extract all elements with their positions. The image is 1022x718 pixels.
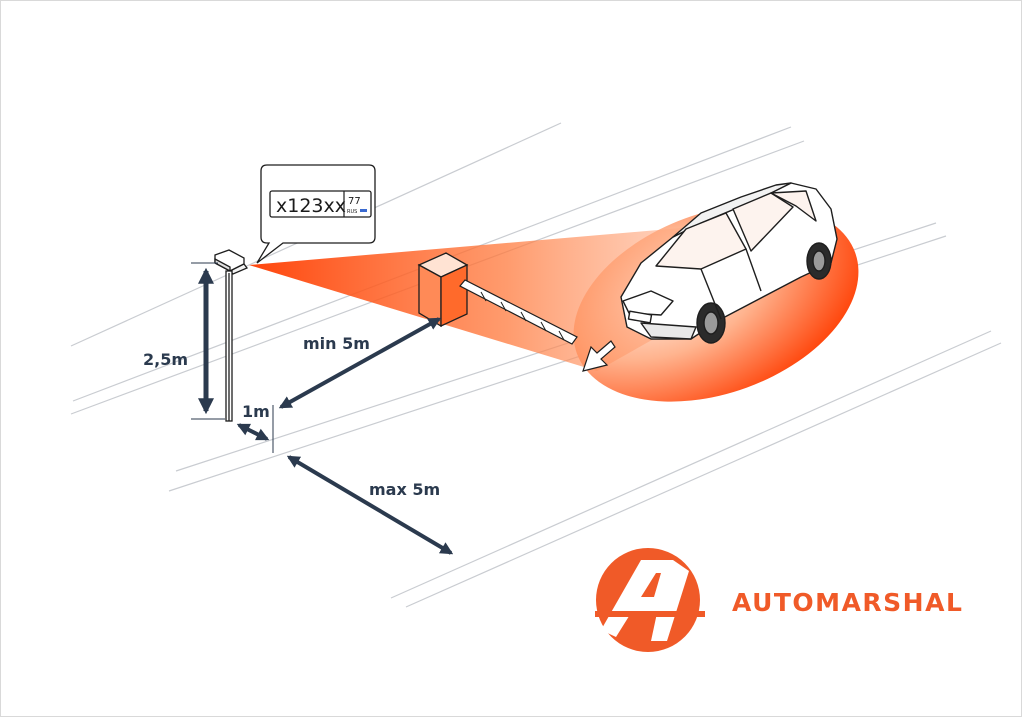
brand-name: AUTOMARSHAL (732, 588, 963, 617)
plate-callout: x123xx 77 RUS (256, 164, 376, 264)
plate-number: x123xx (276, 195, 346, 217)
plate-flag (360, 209, 367, 212)
lateral-offset-label: 1m (242, 402, 270, 421)
min-distance-label: min 5m (303, 334, 370, 353)
automarshal-logo-icon (595, 548, 705, 652)
barrier-icon (417, 252, 578, 345)
camera-height-label: 2,5m (143, 350, 188, 369)
max-distance-label: max 5m (369, 480, 440, 499)
dimension-arrows (191, 262, 454, 555)
road-lines (70, 122, 1002, 608)
plate-region: 77 (348, 196, 361, 207)
offset-arrow (236, 423, 270, 441)
plate-country: RUS (347, 209, 357, 215)
min-distance-arrow (278, 317, 442, 409)
direction-arrow-icon (582, 340, 616, 372)
max-distance-arrow (286, 455, 454, 555)
camera-icon (214, 249, 249, 422)
car-icon (620, 182, 838, 344)
